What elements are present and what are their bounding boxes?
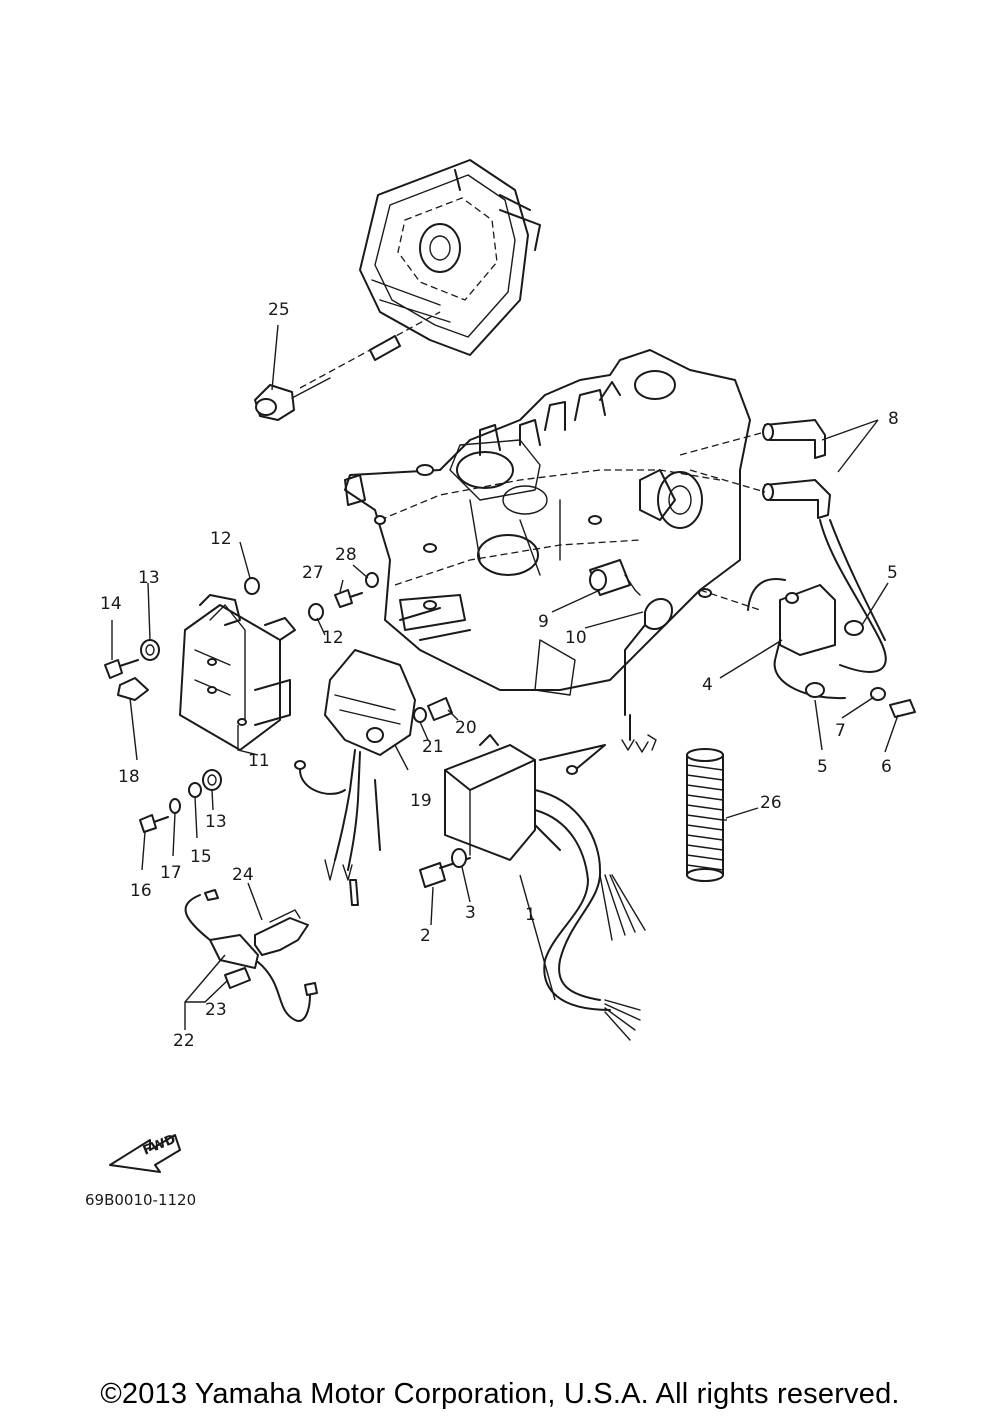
part-12-collar-upper [244,577,260,595]
part-13-grommet-lower [202,769,222,791]
callout-28: 28 [335,545,357,565]
callout-3: 3 [465,903,476,923]
callout-14: 14 [100,594,122,614]
part-22-sensor [184,889,318,1022]
callout-24: 24 [232,865,254,885]
fwd-direction-arrow: FWD [109,1132,181,1173]
callout-17: 17 [160,863,182,883]
callout-18: 18 [118,767,140,787]
callout-4: 4 [702,675,713,695]
callout-21: 21 [422,737,444,757]
callout-23: 23 [205,1000,227,1020]
callout-10: 10 [565,628,587,648]
callout-15: 15 [190,847,212,867]
part-23-sleeve [224,967,251,989]
part-12-collar-lower [308,603,324,621]
part-13-grommet-upper [140,639,160,661]
part-24-holder [254,909,309,956]
callout-19: 19 [410,791,432,811]
callout-8: 8 [888,409,899,429]
callout-5-lower: 5 [817,757,828,777]
callout-5-upper: 5 [887,563,898,583]
part-27-bolt [334,589,363,608]
callout-13-upper: 13 [138,568,160,588]
part-9-sensor [589,559,641,596]
callout-26: 26 [760,793,782,813]
part-10-plug-cap [621,598,673,753]
callout-12-upper: 12 [210,529,232,549]
part-3-washer [451,848,467,868]
callout-22: 22 [173,1031,195,1051]
callout-12-lower: 12 [322,628,344,648]
diagram-code: 69B0010-1120 [85,1191,196,1209]
cylinder-head-cover [359,159,541,356]
exploded-parts-diagram: FWD 25 8 5 [85,159,916,1209]
part-20-bolt [427,697,453,721]
engine-block [344,349,751,696]
part-17-washer [169,798,181,814]
part-21-washer [413,707,427,723]
callout-1: 1 [525,905,536,925]
callout-20: 20 [455,718,477,738]
callout-numbers: 25 8 5 4 5 7 6 9 10 12 28 27 13 14 12 20… [100,300,899,1051]
part-28-washer [365,572,379,588]
part-16-bolt [139,814,169,833]
callout-2: 2 [420,926,431,946]
callout-leaders [111,324,899,1030]
part-8-spark-plug-caps [679,419,887,673]
callout-27: 27 [302,563,324,583]
part-15-collar [188,782,202,798]
part-19-rectifier [294,649,416,906]
part-4-ignition-coil [699,578,916,718]
callout-25: 25 [268,300,290,320]
part-11-bracket [179,594,296,751]
callout-13-lower: 13 [205,812,227,832]
part-25-temperature-switch [254,311,441,421]
callout-6: 6 [881,757,892,777]
callout-16: 16 [130,881,152,901]
callout-11: 11 [248,751,270,771]
copyright-notice: ©2013 Yamaha Motor Corporation, U.S.A. A… [100,1378,900,1410]
callout-7: 7 [835,721,846,741]
part-14-bolt [104,659,139,679]
callout-9: 9 [538,612,549,632]
part-18-clip [117,677,149,701]
part-1-cdi-unit [444,734,646,1041]
part-26-spring [686,748,724,882]
